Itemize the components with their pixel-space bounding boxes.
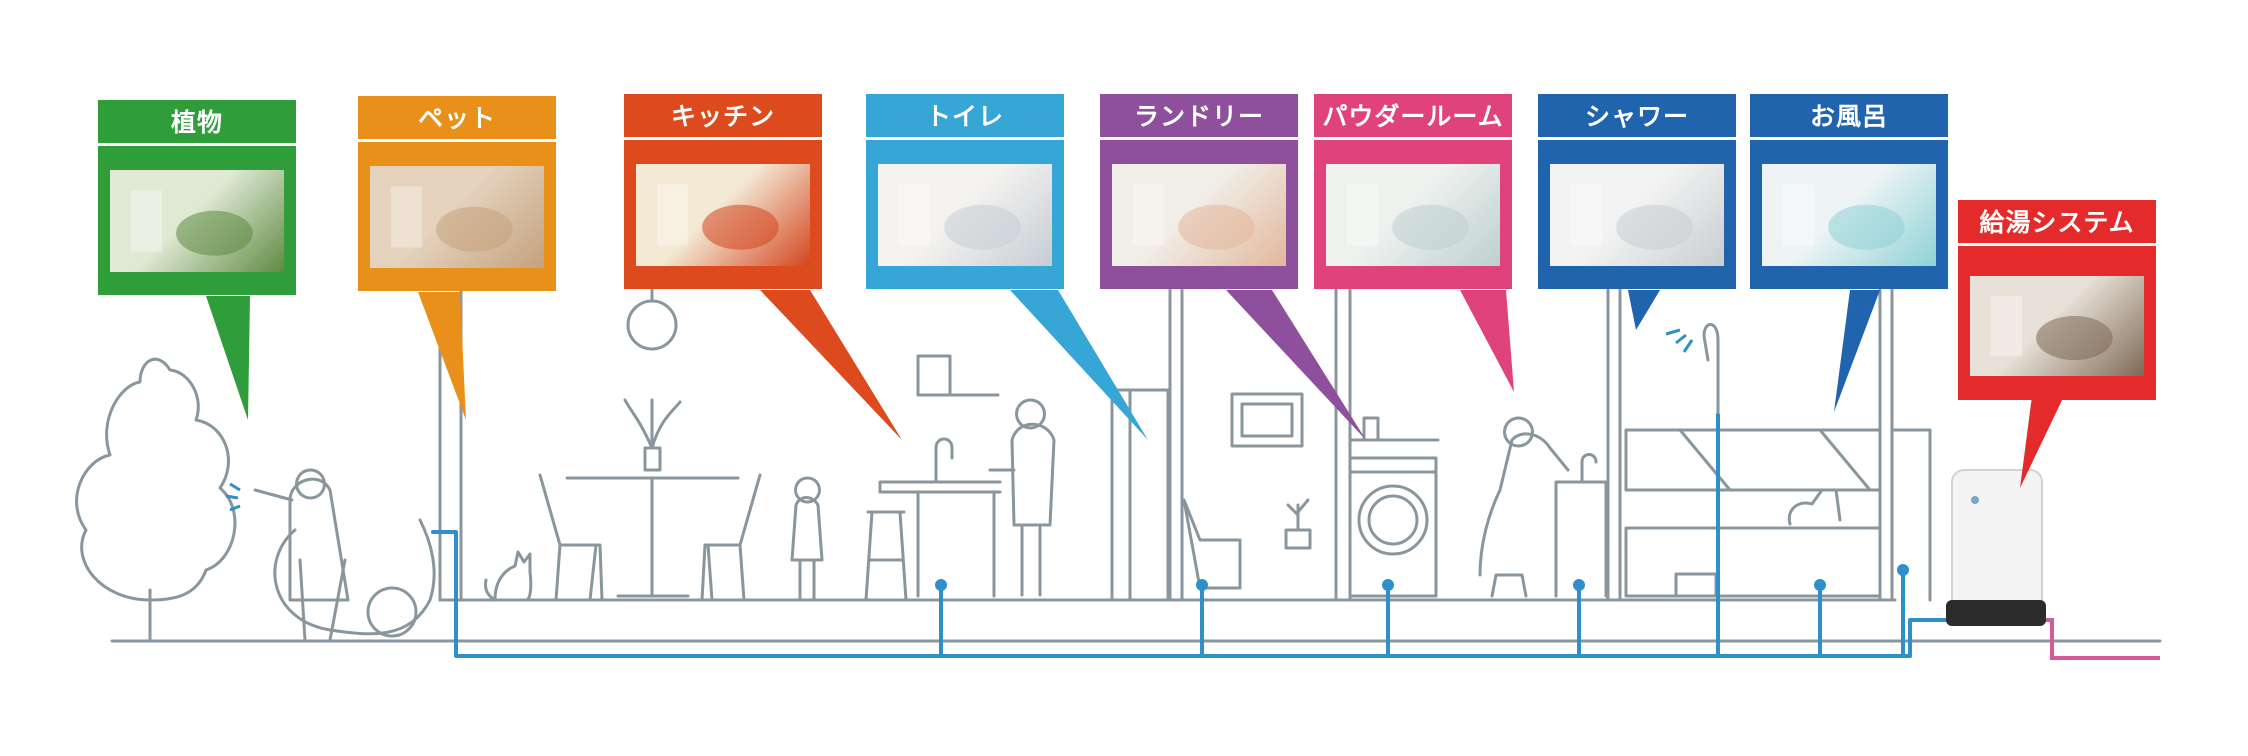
toilet-photo bbox=[878, 164, 1052, 266]
washing-machine-icon bbox=[1348, 456, 1438, 598]
card-divider bbox=[1100, 137, 1298, 140]
dining-table-icon bbox=[565, 476, 740, 598]
card-divider bbox=[624, 137, 822, 140]
room-card-system: 給湯システム bbox=[1958, 200, 2156, 400]
wall-toilet-laundry bbox=[1168, 288, 1184, 602]
wall-laundry-powder bbox=[1334, 288, 1352, 602]
small-plant-icon bbox=[1284, 498, 1312, 550]
room-label-pet: ペット bbox=[417, 104, 496, 133]
callout-pointer-kitchen bbox=[760, 290, 902, 440]
bathtub-icon bbox=[1624, 526, 1882, 598]
hose-icon bbox=[273, 518, 436, 636]
gardener-icon bbox=[253, 468, 350, 642]
face-wash-photo bbox=[1326, 164, 1500, 266]
kitchen-counter-icon bbox=[878, 480, 1002, 598]
wall-powder-bath bbox=[1606, 288, 1622, 602]
room-card-pet: ペット bbox=[358, 96, 556, 291]
card-divider bbox=[866, 137, 1064, 140]
room-label-plants: 植物 bbox=[170, 108, 223, 137]
bathing-person-icon bbox=[1787, 488, 1842, 526]
hot-water-pipe bbox=[2040, 618, 2160, 660]
room-card-bath: お風呂 bbox=[1750, 94, 1948, 289]
callout-pointer-shower bbox=[1628, 290, 1660, 330]
woman-washing-face-icon bbox=[1478, 416, 1570, 598]
bath-stool-icon bbox=[1674, 572, 1718, 598]
wall-picture-icon bbox=[1230, 392, 1304, 448]
wall-kitchen-toilet bbox=[1110, 388, 1170, 602]
main-water-pipe bbox=[431, 530, 1938, 658]
room-card-powder: パウダールーム bbox=[1314, 94, 1512, 289]
room-card-shower: シャワー bbox=[1538, 94, 1736, 289]
room-card-laundry: ランドリー bbox=[1100, 94, 1298, 289]
card-divider bbox=[1750, 137, 1948, 140]
room-label-kitchen: キッチン bbox=[670, 102, 775, 131]
callout-pointer-bath bbox=[1834, 290, 1880, 412]
card-divider bbox=[1314, 137, 1512, 140]
chair-right-icon bbox=[700, 473, 762, 602]
room-label-system: 給湯システム bbox=[1979, 208, 2135, 237]
towels-photo bbox=[1112, 164, 1286, 266]
room-card-plants: 植物 bbox=[98, 100, 296, 295]
kitchen-faucet-icon bbox=[934, 437, 954, 484]
bar-stool-icon bbox=[864, 510, 908, 602]
detergent-bottle-icon bbox=[1362, 416, 1380, 442]
range-hood-icon bbox=[916, 354, 1000, 397]
shower-photo bbox=[1550, 164, 1724, 266]
pendant-lamp-icon bbox=[626, 299, 678, 351]
room-card-kitchen: キッチン bbox=[624, 94, 822, 289]
cook-icon bbox=[988, 398, 1056, 597]
chair-left-icon bbox=[538, 473, 604, 602]
water-heater-icon bbox=[1946, 469, 2046, 626]
room-label-shower: シャワー bbox=[1584, 102, 1689, 131]
card-divider bbox=[98, 143, 296, 146]
bathtub-photo bbox=[1762, 164, 1936, 266]
vegetables-photo bbox=[636, 164, 810, 266]
callout-pointer-toilet bbox=[1010, 290, 1148, 440]
toilet-icon bbox=[1182, 498, 1242, 590]
callout-pointer-plants bbox=[206, 296, 250, 420]
tree-icon bbox=[75, 357, 237, 643]
dog-photo bbox=[370, 166, 544, 268]
shower-head-icon bbox=[1702, 323, 1720, 502]
child-icon bbox=[790, 476, 824, 602]
room-card-toilet: トイレ bbox=[866, 94, 1064, 289]
spray-icon bbox=[225, 482, 241, 512]
callout-pointer-powder bbox=[1460, 290, 1514, 392]
bath-window-icon bbox=[1624, 428, 1882, 492]
cat-icon bbox=[484, 550, 533, 602]
card-divider bbox=[358, 139, 556, 142]
wall-bath-right bbox=[1878, 288, 1932, 602]
vanity-counter-icon bbox=[1554, 480, 1608, 598]
callout-pointer-laundry bbox=[1226, 290, 1366, 440]
hose-reel-icon bbox=[366, 586, 418, 638]
room-label-powder: パウダールーム bbox=[1322, 102, 1504, 131]
card-divider bbox=[1538, 137, 1736, 140]
vanity-faucet-icon bbox=[1580, 453, 1598, 484]
room-label-toilet: トイレ bbox=[925, 102, 1004, 131]
card-divider bbox=[1958, 243, 2156, 246]
room-label-bath: お風呂 bbox=[1809, 102, 1888, 131]
callout-pointer-pet bbox=[418, 292, 466, 420]
flower-vase-icon bbox=[623, 398, 682, 472]
callout-pointer-system bbox=[2020, 396, 2064, 488]
shower-spray-icon bbox=[1665, 328, 1694, 353]
room-label-laundry: ランドリー bbox=[1133, 102, 1264, 131]
water-heater-photo bbox=[1970, 276, 2144, 376]
plant-photo bbox=[110, 170, 284, 272]
